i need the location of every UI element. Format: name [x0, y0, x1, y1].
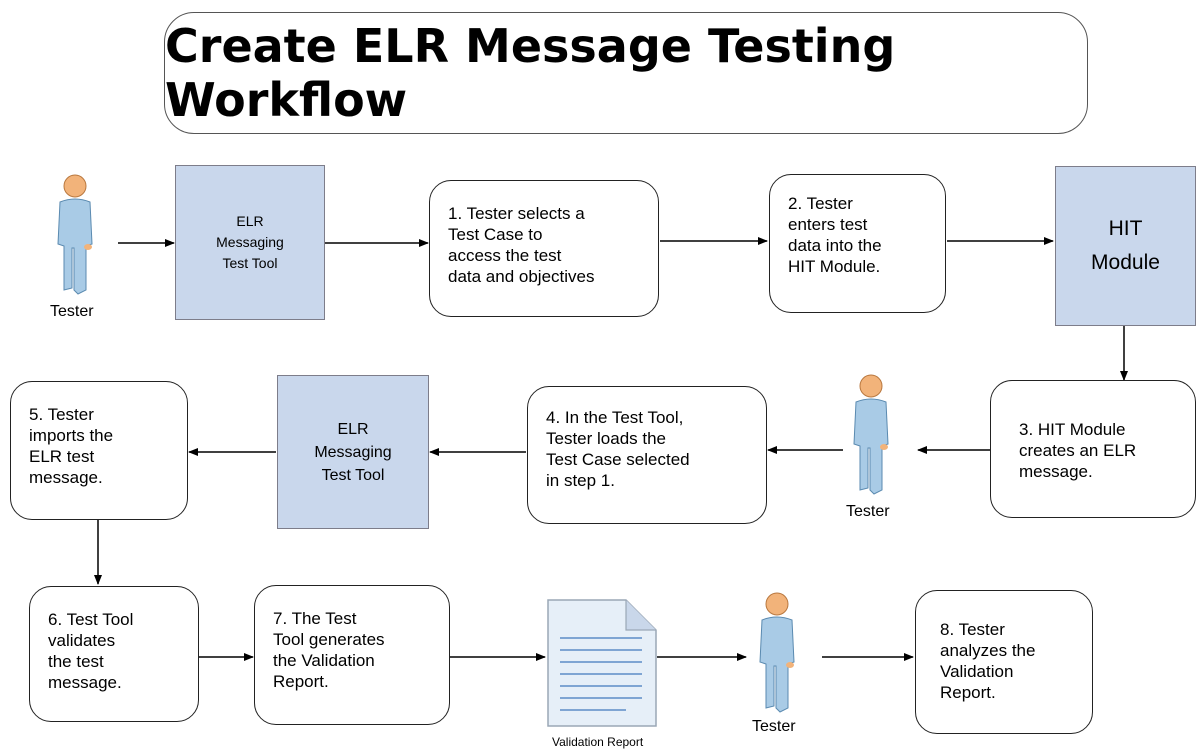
- step-4-box: 4. In the Test Tool, Tester loads the Te…: [527, 386, 767, 524]
- step-8-box: 8. Tester analyzes the Validation Report…: [915, 590, 1093, 734]
- tester-3-label: Tester: [752, 718, 796, 735]
- step-6-box: 6. Test Tool validates the test message.: [29, 586, 199, 722]
- hit-module-box: HIT Module: [1055, 166, 1196, 326]
- step-1-box: 1. Tester selects a Test Case to access …: [429, 180, 659, 317]
- diagram-title: Create ELR Message Testing Workflow: [165, 19, 896, 127]
- validation-report-label: Validation Report: [552, 735, 644, 749]
- step-3-box: 3. HIT Module creates an ELR message.: [990, 380, 1196, 518]
- elr-messaging-test-tool-2: ELR Messaging Test Tool: [277, 375, 429, 529]
- tester-2-icon: [846, 372, 896, 502]
- validation-report-document-icon: [546, 598, 658, 733]
- tester-3-icon: [752, 590, 802, 720]
- step-5-box: 5. Tester imports the ELR test message.: [10, 381, 188, 520]
- tester-2-label: Tester: [846, 503, 890, 520]
- tester-1-label: Tester: [50, 303, 94, 320]
- title-box: Create ELR Message Testing Workflow: [164, 12, 1088, 134]
- step-7-box: 7. The Test Tool generates the Validatio…: [254, 585, 450, 725]
- step-2-box: 2. Tester enters test data into the HIT …: [769, 174, 946, 313]
- tester-1-icon: [50, 172, 100, 302]
- elr-messaging-test-tool-1: ELR Messaging Test Tool: [175, 165, 325, 320]
